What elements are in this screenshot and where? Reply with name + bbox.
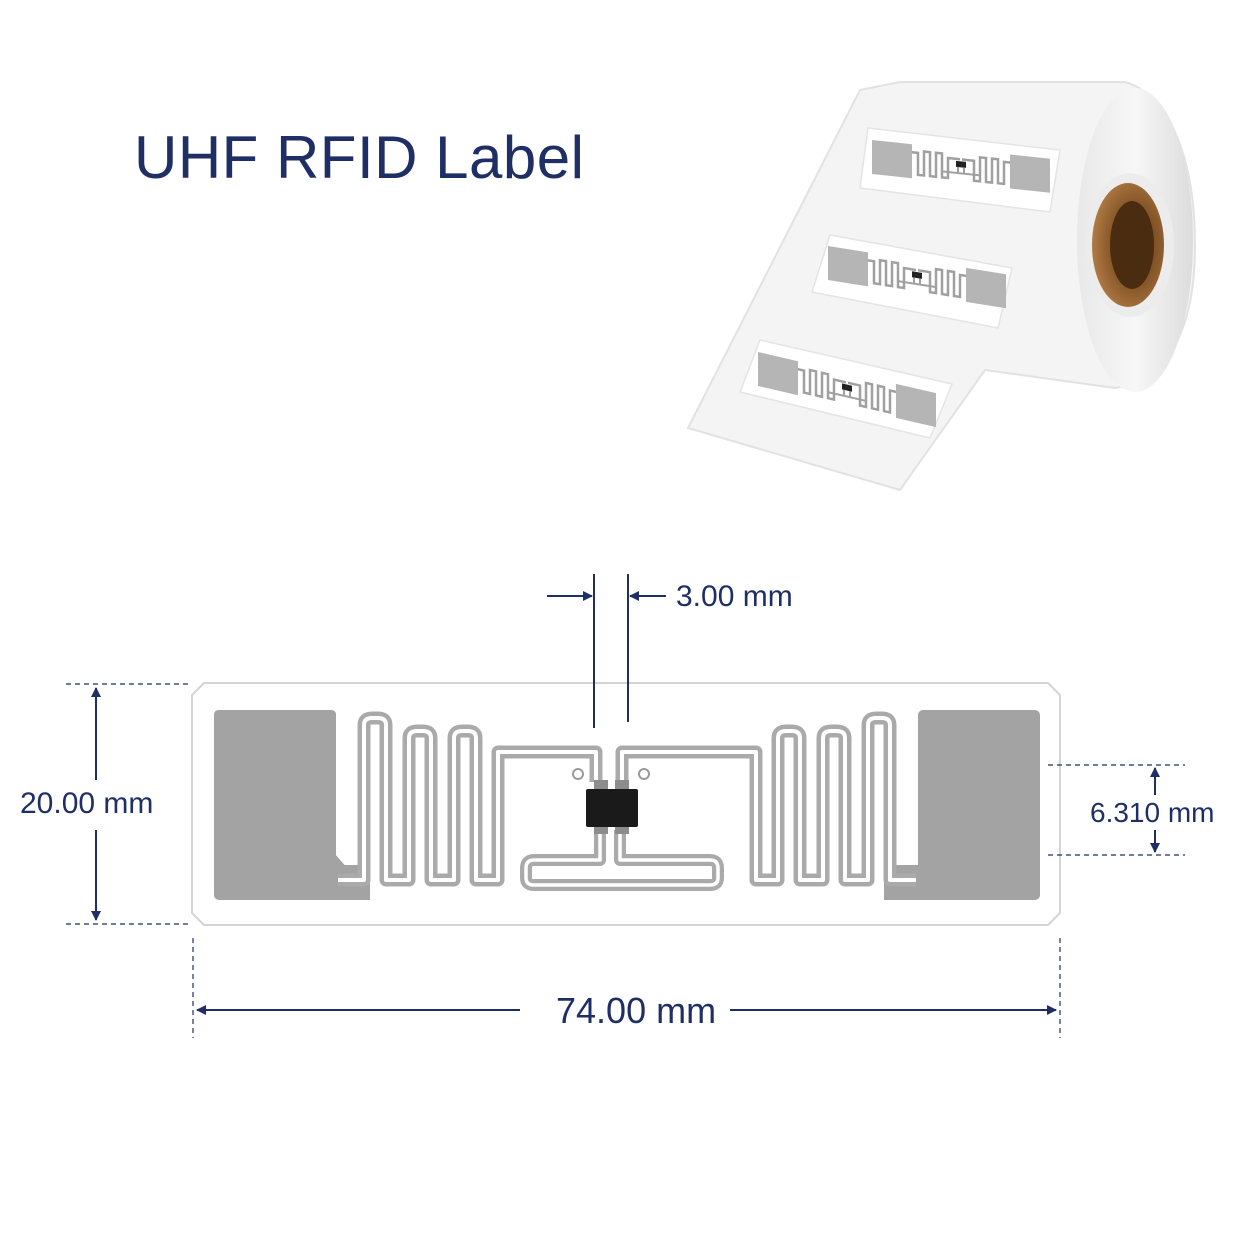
dimension-lines xyxy=(66,574,1185,1038)
chip-gap-label: 3.00 mm xyxy=(676,580,793,613)
height-label: 20.00 mm xyxy=(20,787,154,820)
pad-height-label: 6.310 mm xyxy=(1090,797,1215,828)
width-label: 74.00 mm xyxy=(542,993,731,1029)
label-roll-icon xyxy=(686,81,1197,492)
rfid-antenna xyxy=(214,710,1040,900)
right-pad xyxy=(918,710,1040,900)
left-pad xyxy=(214,710,336,900)
rfid-chip-icon xyxy=(586,780,638,834)
page-title: UHF RFID Label xyxy=(134,124,585,191)
